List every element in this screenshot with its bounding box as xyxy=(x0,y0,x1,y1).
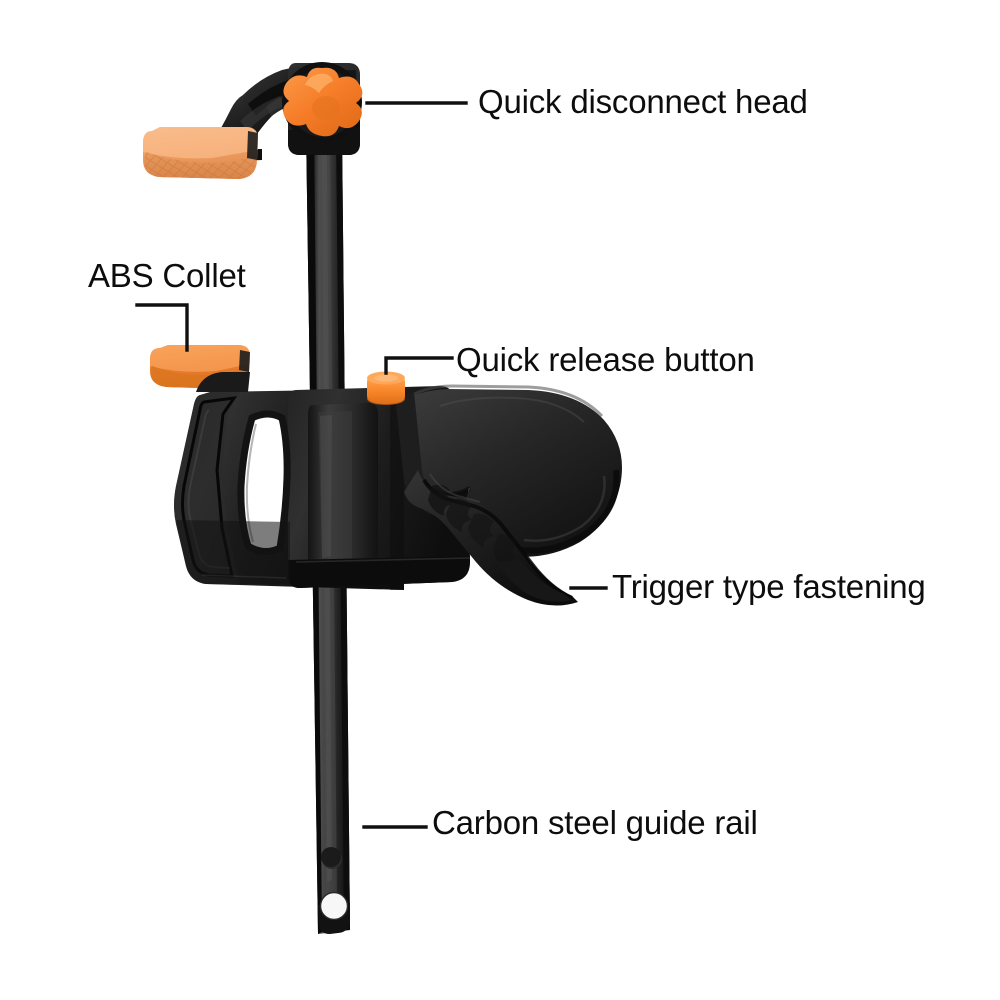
trigger-group xyxy=(404,470,578,606)
leader-abs-collet xyxy=(135,303,189,352)
quick-release-button xyxy=(367,371,405,405)
upper-pad xyxy=(143,127,258,179)
callout-label-carbon-steel-guide-rail: Carbon steel guide rail xyxy=(432,804,758,841)
callout-label-trigger-type-fastening: Trigger type fastening xyxy=(612,568,926,605)
leader-quick-release-button xyxy=(384,356,454,375)
leader-lines xyxy=(135,101,608,829)
handle-group xyxy=(395,384,622,557)
callout-label-abs-collet: ABS Collet xyxy=(88,257,246,294)
guide-rail-group xyxy=(306,128,350,934)
upper-head-group xyxy=(143,62,363,179)
callout-label-quick-release-button: Quick release button xyxy=(456,341,755,378)
callout-label-quick-disconnect-head: Quick disconnect head xyxy=(478,83,808,120)
